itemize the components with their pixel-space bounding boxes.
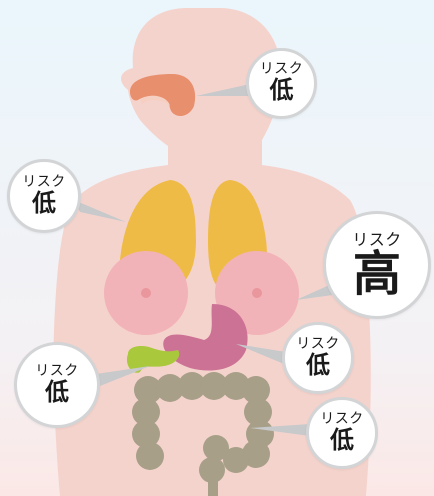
callout-stomach-level: 低 — [306, 350, 330, 379]
pancreas — [126, 346, 180, 373]
callout-lung: リスク 低 — [7, 159, 81, 233]
nasal-cavity — [130, 74, 196, 116]
callout-nose-label: リスク — [259, 61, 304, 77]
callout-pointers — [74, 84, 340, 436]
callout-stomach: リスク 低 — [282, 322, 354, 394]
callout-breast-label: リスク — [352, 230, 402, 249]
callout-intestine-level: 低 — [330, 425, 354, 454]
callout-stomach-label: リスク — [296, 335, 340, 352]
callout-breast: リスク 高 — [323, 211, 431, 319]
large-intestine — [132, 372, 274, 496]
callout-pancreas: リスク 低 — [14, 342, 100, 428]
callout-nose-level: 低 — [269, 76, 294, 105]
callout-lung-level: 低 — [32, 188, 56, 217]
callout-nose: リスク 低 — [246, 48, 317, 119]
callout-pancreas-label: リスク — [35, 362, 79, 379]
callout-intestine: リスク 低 — [306, 397, 378, 469]
callout-intestine-label: リスク — [320, 410, 364, 427]
callout-pancreas-level: 低 — [45, 377, 69, 406]
callout-breast-level: 高 — [352, 245, 401, 302]
callout-lung-label: リスク — [22, 173, 66, 190]
stomach — [163, 304, 248, 371]
